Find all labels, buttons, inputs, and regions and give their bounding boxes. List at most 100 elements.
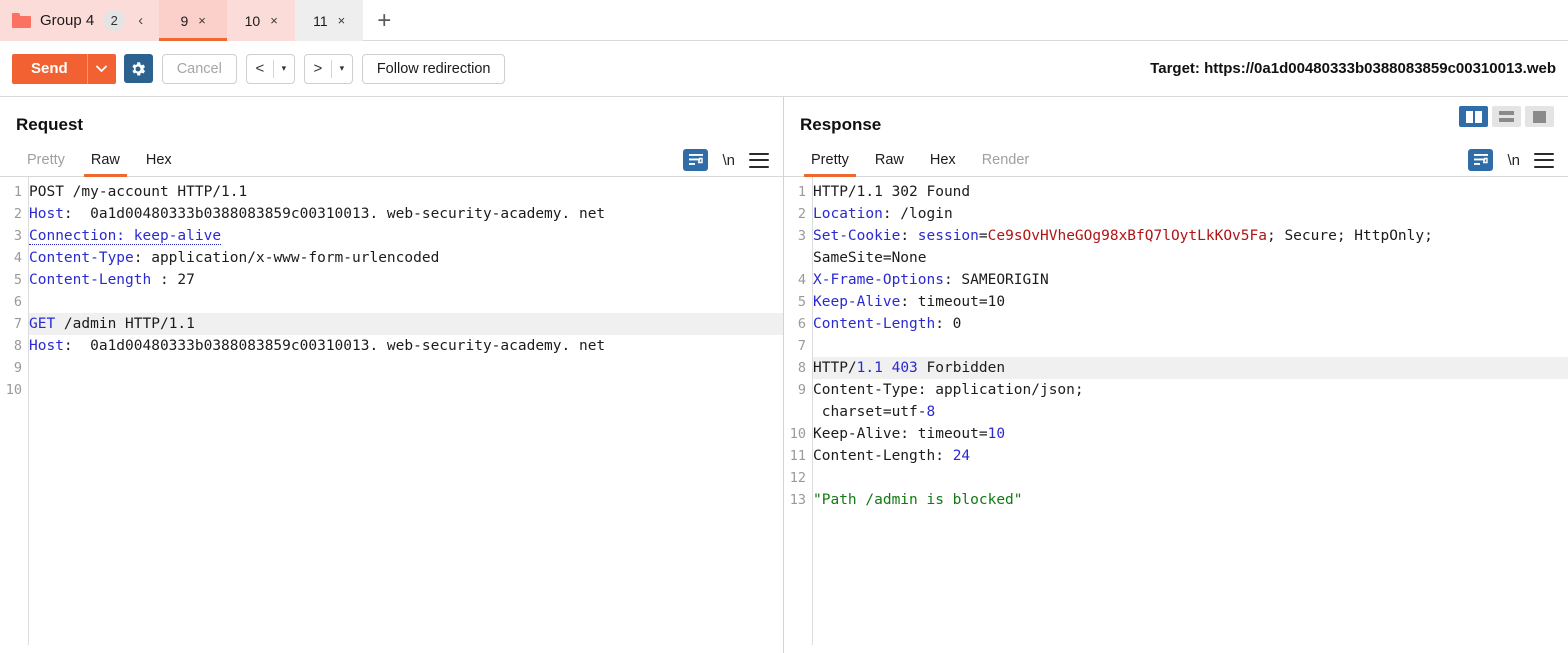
request-tab-hex[interactable]: Hex bbox=[145, 152, 172, 168]
code-token: : bbox=[900, 228, 918, 244]
line-number: 2 bbox=[797, 206, 806, 222]
line-number: 11 bbox=[789, 448, 806, 464]
folder-icon bbox=[12, 13, 31, 28]
send-options-caret-icon[interactable] bbox=[86, 53, 116, 84]
send-button[interactable]: Send bbox=[12, 53, 87, 84]
tab-11-close-icon[interactable]: × bbox=[337, 13, 346, 28]
group-chip[interactable]: Group 4 2 ‹ bbox=[0, 0, 160, 41]
code-line[interactable]: "Path /admin is blocked" bbox=[813, 489, 1568, 511]
response-title: Response bbox=[800, 115, 882, 134]
response-tab-raw[interactable]: Raw bbox=[874, 152, 904, 168]
tab-10[interactable]: 10 × bbox=[227, 0, 296, 41]
response-tab-hex[interactable]: Hex bbox=[929, 152, 956, 168]
response-tab-bar: Pretty Raw Hex Render \n bbox=[784, 143, 1568, 177]
line-number: 10 bbox=[5, 382, 22, 398]
response-tab-pretty[interactable]: Pretty bbox=[798, 152, 862, 177]
tab-11[interactable]: 11 × bbox=[295, 0, 364, 41]
newline-icon[interactable]: \n bbox=[1507, 151, 1520, 169]
response-tab-render[interactable]: Render bbox=[981, 152, 1030, 168]
code-token: HTTP/ bbox=[813, 360, 857, 376]
layout-single-pane-icon[interactable] bbox=[1525, 106, 1554, 127]
tab-9-label: 9 bbox=[180, 12, 189, 29]
line-number: 3 bbox=[797, 228, 806, 244]
request-tab-raw[interactable]: Raw bbox=[78, 152, 133, 177]
menu-icon[interactable] bbox=[1534, 152, 1554, 168]
code-line[interactable]: Content-Length: 0 bbox=[813, 313, 1568, 335]
code-line[interactable] bbox=[813, 467, 1568, 489]
code-line[interactable]: Content-Length: 24 bbox=[813, 445, 1568, 467]
settings-gear-icon[interactable] bbox=[123, 54, 153, 83]
response-pane: Response Pretty Raw Hex Render bbox=[784, 97, 1568, 653]
code-line[interactable]: Connection: keep-alive bbox=[29, 225, 783, 247]
code-line[interactable]: Content-Type: application/x-www-form-url… bbox=[29, 247, 783, 269]
code-line[interactable]: charset=utf-8 bbox=[813, 401, 1568, 423]
pane-divider[interactable] bbox=[783, 97, 784, 653]
line-number: 9 bbox=[797, 382, 806, 398]
line-number: 9 bbox=[13, 360, 22, 376]
line-number: 5 bbox=[797, 294, 806, 310]
code-line[interactable] bbox=[813, 335, 1568, 357]
layout-split-horizontal-icon[interactable] bbox=[1492, 106, 1521, 127]
code-line[interactable]: POST /my-account HTTP/1.1 bbox=[29, 181, 783, 203]
add-tab-button[interactable]: + bbox=[377, 6, 392, 34]
code-line[interactable]: Keep-Alive: timeout=10 bbox=[813, 423, 1568, 445]
code-token: 10 bbox=[987, 426, 1006, 442]
word-wrap-icon[interactable] bbox=[1468, 149, 1494, 171]
chevron-left-icon[interactable]: ‹ bbox=[138, 12, 144, 29]
code-token: Set-Cookie bbox=[813, 228, 901, 244]
tab-strip: Group 4 2 ‹ 9 × 10 × 11 × + bbox=[0, 0, 1568, 41]
tab-9-close-icon[interactable]: × bbox=[198, 13, 206, 28]
code-token: GET bbox=[29, 316, 56, 332]
code-line[interactable] bbox=[29, 379, 783, 401]
code-line[interactable] bbox=[29, 291, 783, 313]
target-label: Target: https://0a1d00480333b0388083859c… bbox=[1150, 60, 1556, 77]
group-count-badge: 2 bbox=[103, 10, 126, 31]
code-line[interactable]: Host: 0a1d00480333b0388083859c00310013. … bbox=[29, 203, 783, 225]
request-tab-bar: Pretty Raw Hex \n bbox=[0, 143, 783, 177]
code-token bbox=[883, 360, 892, 376]
code-line[interactable]: X-Frame-Options: SAMEORIGIN bbox=[813, 269, 1568, 291]
menu-icon[interactable] bbox=[749, 152, 769, 168]
tab-9[interactable]: 9 × bbox=[159, 0, 228, 41]
gutter-divider bbox=[812, 177, 813, 645]
line-number: 1 bbox=[13, 184, 22, 200]
next-dropdown-caret-icon[interactable]: ▾ bbox=[339, 63, 345, 73]
code-token: Keep-Alive: timeout= bbox=[813, 426, 988, 442]
tab-10-close-icon[interactable]: × bbox=[270, 13, 278, 28]
code-token: = bbox=[978, 228, 988, 244]
code-line[interactable]: SameSite=None bbox=[813, 247, 1568, 269]
code-line[interactable]: Set-Cookie: session=Ce9sOvHVheGOg98xBfQ7… bbox=[813, 225, 1568, 247]
code-line[interactable]: Location: /login bbox=[813, 203, 1568, 225]
code-token: HTTP/1.1 302 Found bbox=[813, 184, 971, 200]
code-line[interactable]: Content-Type: application/json; bbox=[813, 379, 1568, 401]
code-line[interactable]: Content-Length : 27 bbox=[29, 269, 783, 291]
request-tool-icons: \n bbox=[683, 149, 769, 171]
line-number: 8 bbox=[13, 338, 22, 354]
newline-icon[interactable]: \n bbox=[722, 151, 735, 169]
layout-split-vertical-icon[interactable] bbox=[1459, 106, 1488, 127]
code-token: Forbidden bbox=[917, 360, 1006, 376]
code-token: Host bbox=[29, 338, 64, 354]
line-number: 6 bbox=[797, 316, 806, 332]
send-button-group: Send bbox=[12, 53, 116, 84]
code-line[interactable] bbox=[29, 357, 783, 379]
word-wrap-icon[interactable] bbox=[683, 149, 709, 171]
code-line[interactable]: Host: 0a1d00480333b0388083859c00310013. … bbox=[29, 335, 783, 357]
line-number: 12 bbox=[789, 470, 806, 486]
code-token: charset=utf- bbox=[813, 404, 927, 420]
code-line[interactable]: HTTP/1.1 403 Forbidden bbox=[813, 357, 1568, 379]
cancel-button[interactable]: Cancel bbox=[161, 53, 237, 84]
request-tab-pretty[interactable]: Pretty bbox=[27, 152, 65, 168]
previous-dropdown-caret-icon[interactable]: ▾ bbox=[281, 63, 287, 73]
next-request-button[interactable]: > ▾ bbox=[303, 53, 353, 84]
code-line[interactable]: Keep-Alive: timeout=10 bbox=[813, 291, 1568, 313]
previous-request-button[interactable]: < ▾ bbox=[245, 53, 295, 84]
divider bbox=[330, 59, 332, 78]
code-token: Content-Length bbox=[813, 316, 936, 332]
follow-redirection-button[interactable]: Follow redirection bbox=[361, 53, 506, 84]
code-line[interactable]: GET /admin HTTP/1.1 bbox=[29, 313, 783, 335]
code-line[interactable]: HTTP/1.1 302 Found bbox=[813, 181, 1568, 203]
